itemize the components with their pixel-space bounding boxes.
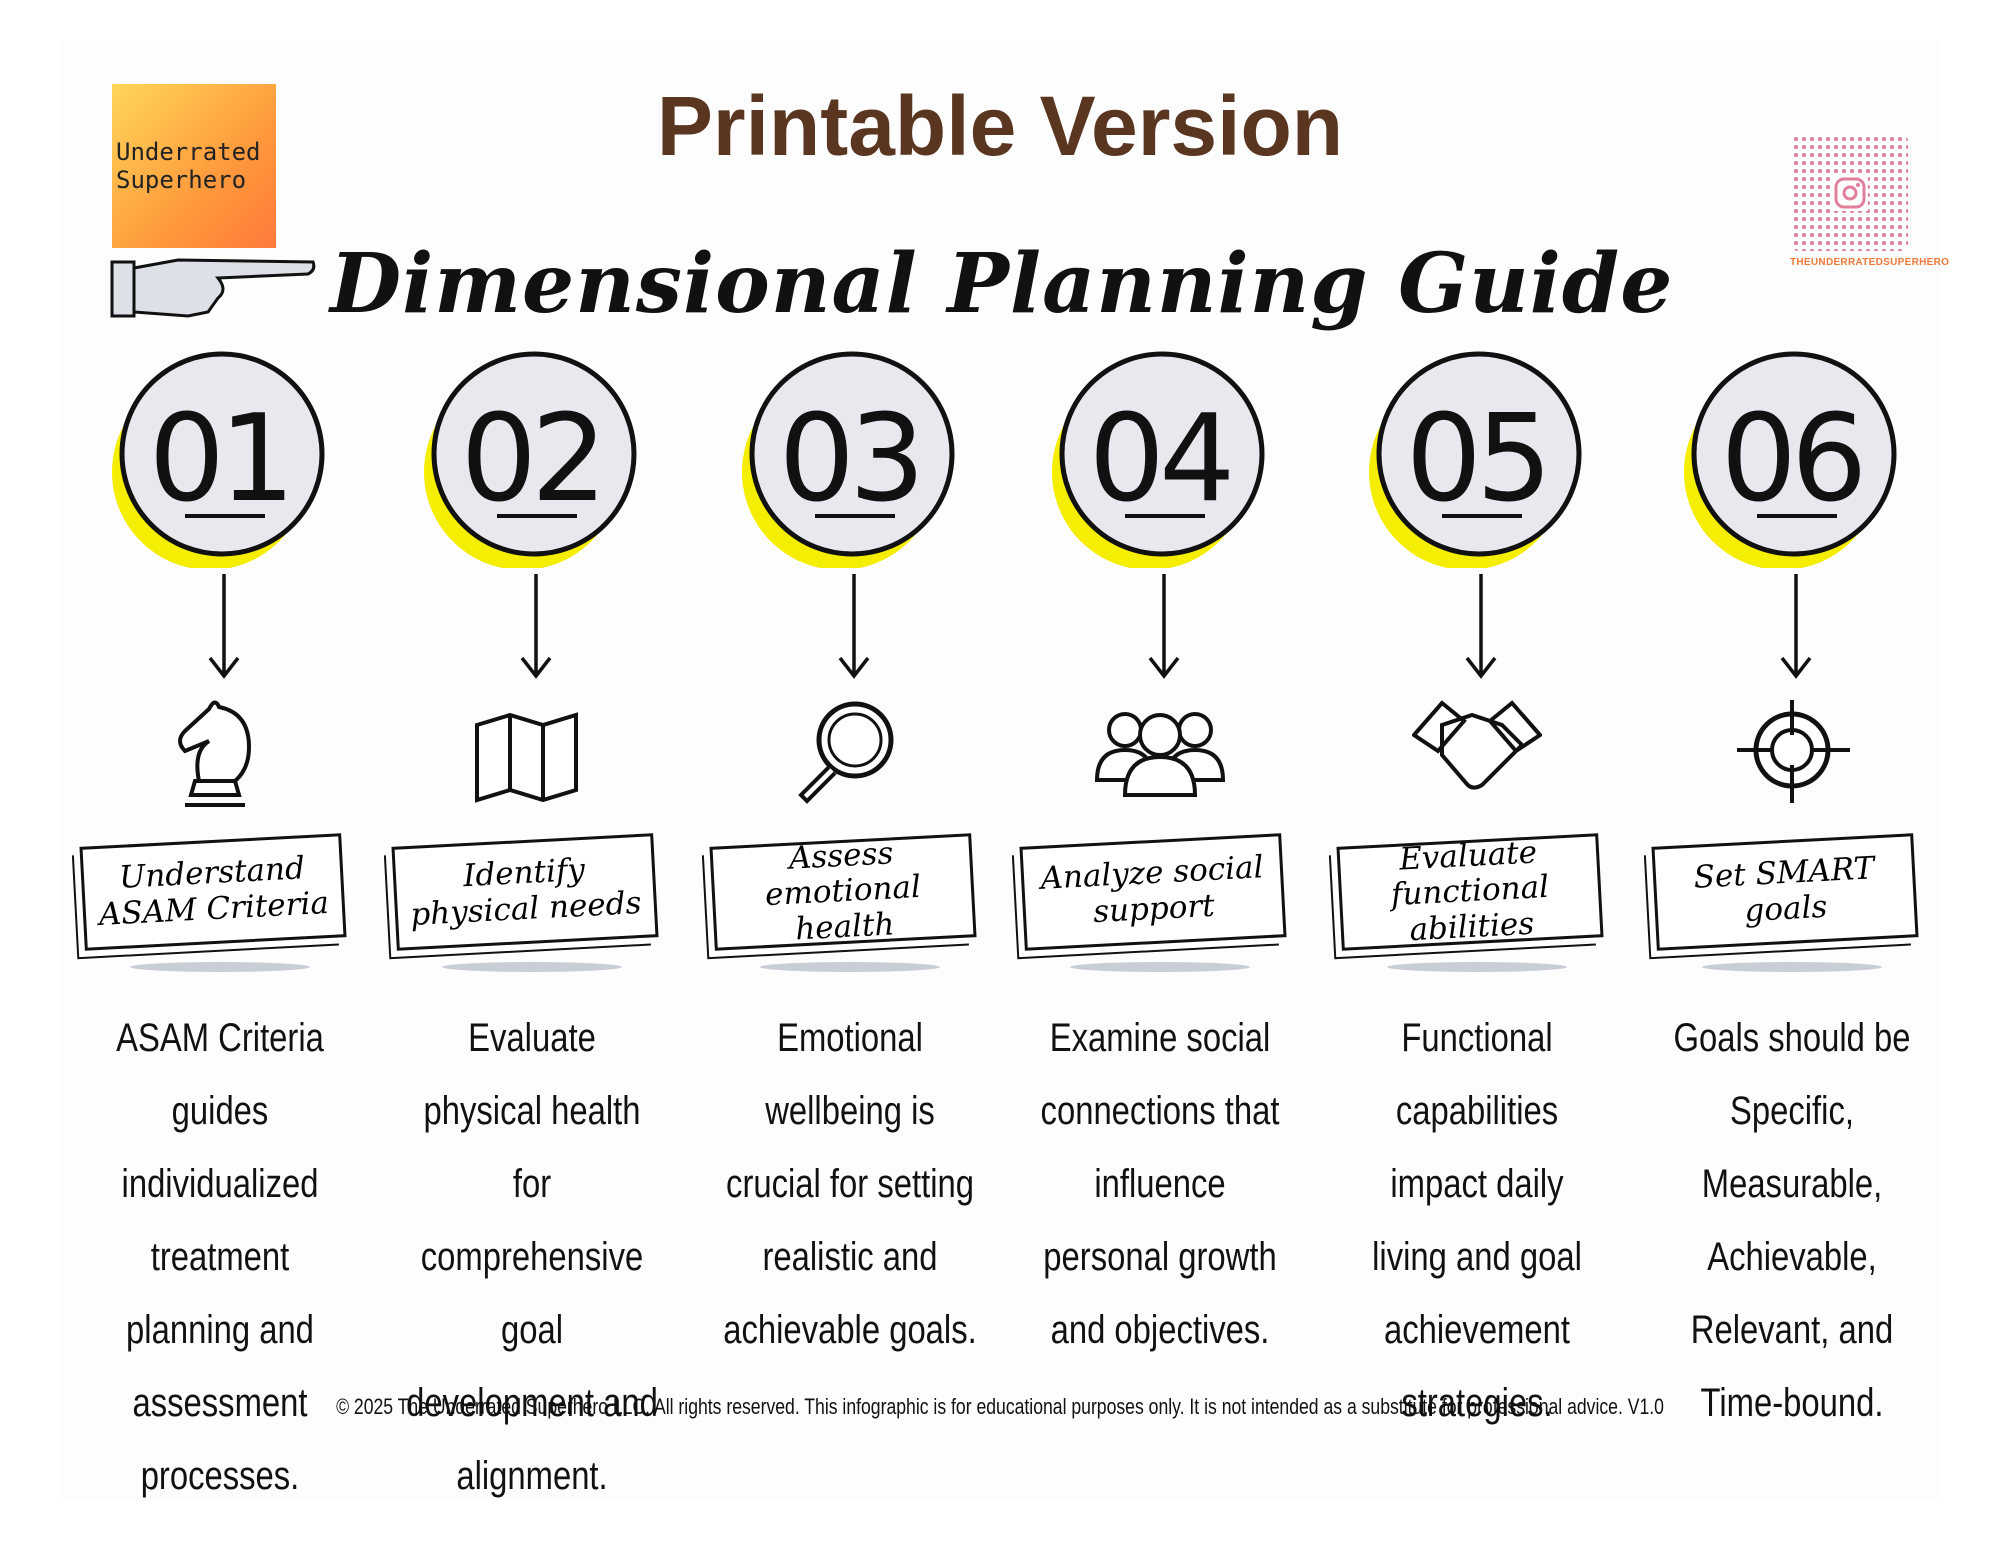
instagram-icon (1832, 175, 1868, 211)
step-label: Evaluate functional abilities (1336, 833, 1604, 951)
label-shadow (1702, 962, 1882, 972)
label-shadow (1387, 962, 1567, 972)
step-number: 01 (148, 390, 296, 529)
number-circle (424, 351, 637, 568)
logo-line-2: Superhero (116, 166, 247, 194)
map-icon (475, 712, 578, 803)
number-circle (1684, 351, 1897, 568)
down-arrow-icon (838, 574, 870, 679)
brand-logo: Underrated Superhero (112, 84, 276, 248)
instagram-qr-code[interactable]: THEUNDERRATEDSUPERHERO (1790, 135, 1950, 268)
step-number: 03 (778, 390, 926, 529)
step-number: 02 (460, 390, 608, 529)
down-arrow-icon (520, 574, 552, 679)
step-label: Assess emotional health (709, 833, 977, 951)
target-icon (1737, 700, 1850, 803)
step-description: ASAM Criteria guides individualized trea… (116, 1016, 324, 1498)
step-description: Evaluate physical health for comprehensi… (406, 1016, 658, 1498)
step-description: Examine social connections that influenc… (1040, 1016, 1280, 1352)
number-circle (1052, 351, 1265, 568)
label-shadow (130, 962, 310, 972)
page-background (60, 40, 1940, 1500)
number-circle (112, 351, 325, 568)
down-arrow-icon (1780, 574, 1812, 679)
label-shadow (442, 962, 622, 972)
label-shadow (1070, 962, 1250, 972)
people-icon (1095, 712, 1225, 797)
step-description: Emotional wellbeing is crucial for setti… (723, 1016, 977, 1352)
handshake-icon (1412, 700, 1542, 790)
down-arrow-icon (208, 574, 240, 679)
step-label: Analyze social support (1019, 833, 1287, 951)
step-number: 04 (1088, 390, 1236, 529)
step-label: Identify physical needs (391, 833, 659, 951)
number-circle (742, 351, 955, 568)
label-shadow (760, 962, 940, 972)
chess-knight-icon (178, 700, 252, 807)
step-description: Goals should be Specific, Measurable, Ac… (1673, 1016, 1911, 1425)
step-label: Set SMART goals (1651, 833, 1919, 951)
magnifier-icon (798, 701, 894, 804)
pointing-hand-icon (110, 258, 316, 318)
copyright-footer: © 2025 The Underrated Superhero LLC. All… (336, 1394, 1664, 1419)
guide-title: Dimensional Planning Guide (330, 236, 1674, 332)
page-title: Printable Version (656, 79, 1344, 173)
step-number: 06 (1720, 390, 1868, 529)
qr-handle: THEUNDERRATEDSUPERHERO (1790, 257, 1950, 268)
number-circle (1369, 351, 1582, 568)
qr-code-image (1792, 135, 1908, 251)
step-number: 05 (1405, 390, 1553, 529)
step-description: Functional capabilities impact daily liv… (1372, 1016, 1582, 1425)
logo-line-1: Underrated (116, 138, 261, 166)
step-label: Understand ASAM Criteria (79, 833, 347, 951)
down-arrow-icon (1148, 574, 1180, 679)
down-arrow-icon (1465, 574, 1497, 679)
